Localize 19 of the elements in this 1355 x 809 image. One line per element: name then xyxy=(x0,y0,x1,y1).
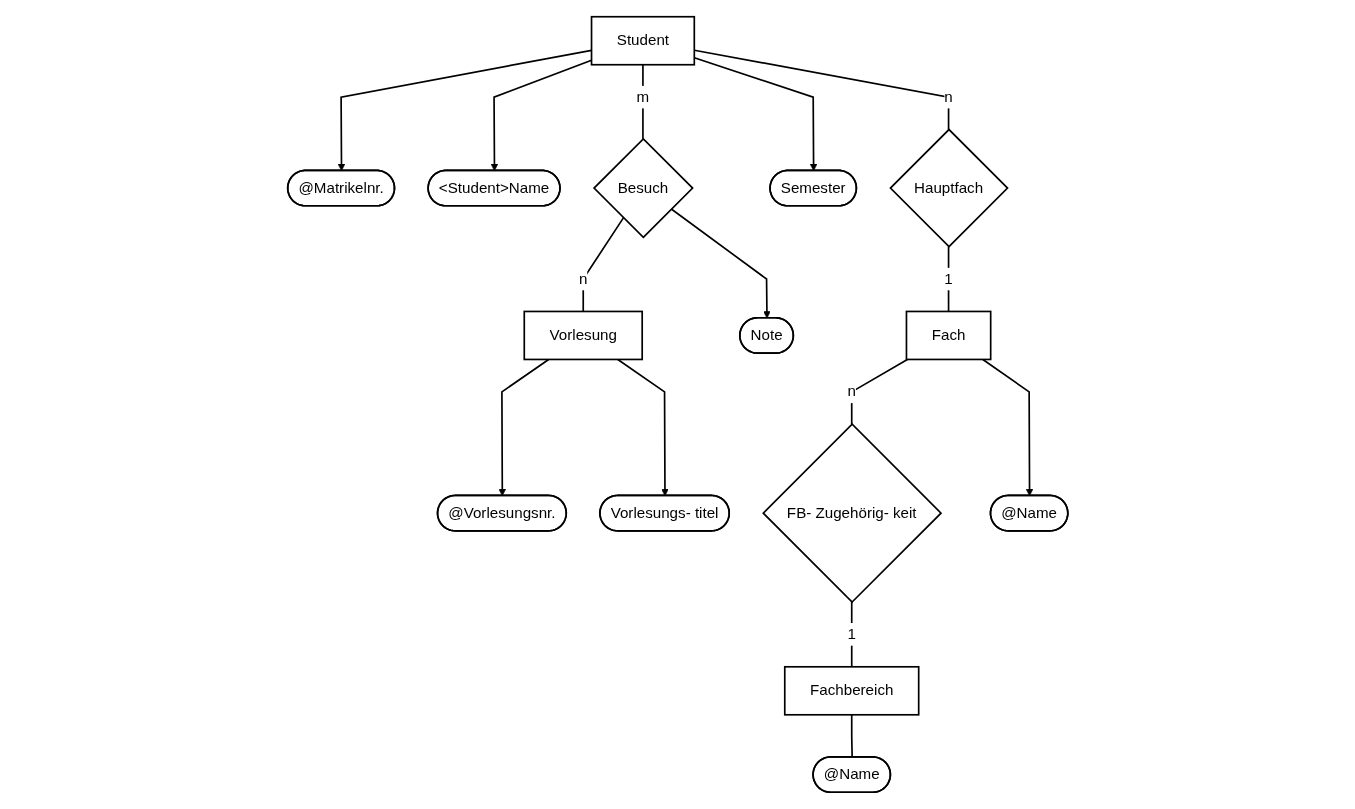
arrow xyxy=(981,358,1033,497)
arrow xyxy=(498,358,550,497)
node-diamond: FB- Zugehörig- keit xyxy=(761,423,942,604)
edge-label: 1 xyxy=(847,625,856,643)
connector xyxy=(582,217,624,313)
connector xyxy=(850,358,908,426)
node-diamond: Hauptfach xyxy=(889,128,1009,248)
arrow xyxy=(616,358,669,497)
node-box: Student xyxy=(590,15,695,66)
arrow xyxy=(670,208,771,319)
node-box: Vorlesung xyxy=(523,310,643,361)
edge-label: n xyxy=(847,383,856,400)
edge-label: n xyxy=(944,88,953,106)
edge-label: n xyxy=(578,270,588,288)
edge-label: 1 xyxy=(944,270,953,288)
node-box: Fach xyxy=(905,310,992,361)
edge-label: m xyxy=(636,88,649,106)
node-diamond: Besuch xyxy=(592,137,694,239)
node-box: Fachbereich xyxy=(783,665,920,716)
